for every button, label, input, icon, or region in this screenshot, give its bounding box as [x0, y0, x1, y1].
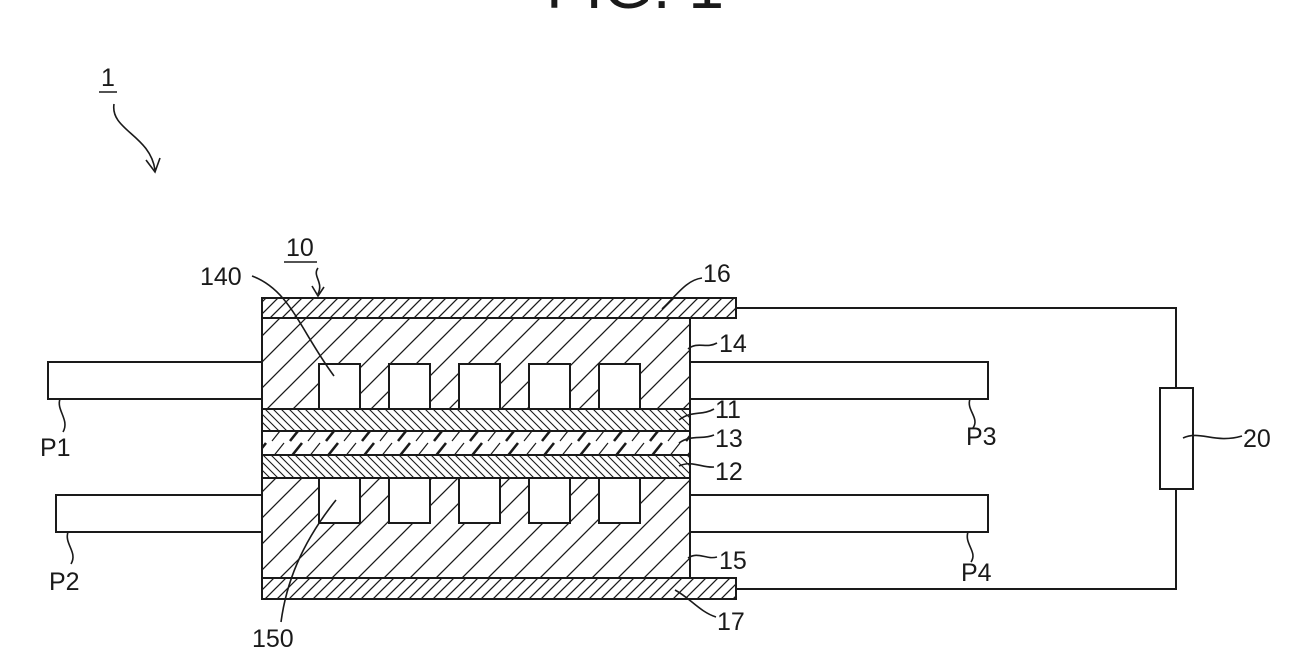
load-resistor: [1160, 388, 1193, 489]
leader-p4: [967, 532, 973, 562]
pipe-p1: [48, 362, 262, 399]
pipe-p2: [56, 495, 262, 532]
figure-title: FIG. 1: [546, 0, 724, 22]
channel-top: [459, 364, 500, 409]
end-plate-bottom: [262, 578, 736, 599]
label-pipe-p3: P3: [966, 423, 997, 451]
cell-arrow-head: [312, 286, 324, 296]
label-electrode-top: 11: [715, 396, 741, 424]
label-electrode-bottom: 12: [715, 458, 743, 486]
cell-leader-arrow: [316, 268, 319, 294]
label-pipe-p2: P2: [49, 568, 80, 596]
label-load: 20: [1243, 425, 1271, 453]
channel-top: [319, 364, 360, 409]
pipe-p4: [690, 495, 988, 532]
channel-bottom: [319, 478, 360, 523]
leader-14: [688, 343, 717, 349]
label-sep-top: 14: [719, 330, 747, 358]
label-plate-bottom: 17: [717, 608, 745, 636]
channel-top: [599, 364, 640, 409]
label-plate-top: 16: [703, 260, 731, 288]
label-channel-top: 140: [200, 263, 242, 291]
label-system: 1: [101, 64, 115, 92]
channel-top: [389, 364, 430, 409]
leader-p1: [59, 399, 65, 432]
channel-bottom: [529, 478, 570, 523]
pipe-p3: [690, 362, 988, 399]
label-sep-bottom: 15: [719, 547, 747, 575]
channel-bottom: [389, 478, 430, 523]
label-pipe-p1: P1: [40, 434, 71, 462]
label-pipe-p4: P4: [961, 559, 992, 587]
label-channel-bottom: 150: [252, 625, 294, 653]
electrode-top: [262, 409, 690, 431]
label-cell: 10: [286, 234, 314, 262]
system-leader-arrow: [114, 104, 155, 170]
electrode-bottom: [262, 455, 690, 478]
end-plate-top: [262, 298, 736, 318]
leader-p2: [67, 532, 73, 564]
channel-top: [529, 364, 570, 409]
channel-bottom: [459, 478, 500, 523]
label-membrane: 13: [715, 425, 743, 453]
channel-bottom: [599, 478, 640, 523]
membrane: [262, 431, 690, 455]
leader-15: [688, 555, 717, 558]
